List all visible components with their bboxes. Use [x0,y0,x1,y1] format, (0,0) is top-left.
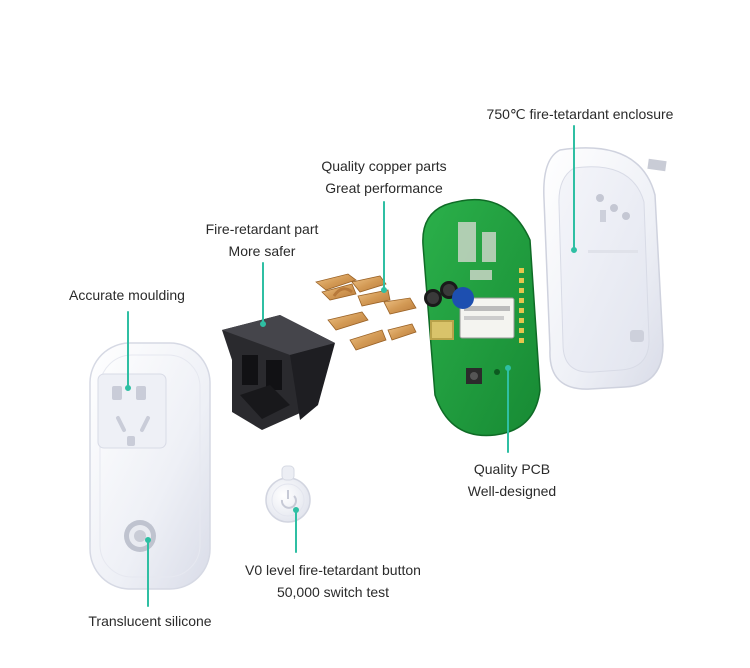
fire-retardant-part [222,315,335,430]
callout-pcb: Quality PCB Well-designed [452,458,572,502]
callout-enclosure-line1: 750℃ fire-tetardant enclosure [486,106,674,122]
callout-pcb-line2: Well-designed [467,483,557,499]
switch-button [265,465,311,523]
callout-fire-part: Fire-retardant part More safer [195,218,329,262]
pcb-board [422,198,541,437]
leader-lines [125,125,577,607]
callout-copper-line1: Quality copper parts [321,158,447,174]
callout-silicone-line1: Translucent silicone [88,613,212,629]
front-shell [89,342,211,590]
callout-moulding-line1: Accurate moulding [69,287,185,303]
callout-button: V0 level fire-tetardant button 50,000 sw… [228,559,438,603]
callout-button-line1: V0 level fire-tetardant button [245,562,421,578]
callout-silicone: Translucent silicone [80,610,220,632]
rear-enclosure [543,147,667,390]
callout-moulding: Accurate moulding [56,284,198,306]
copper-parts [315,273,417,351]
callout-fire-part-line1: Fire-retardant part [205,221,319,237]
callout-pcb-line1: Quality PCB [473,461,551,477]
callout-fire-part-line2: More safer [228,243,296,259]
callout-copper: Quality copper parts Great performance [306,155,462,199]
callout-enclosure: 750℃ fire-tetardant enclosure [462,103,698,125]
callout-copper-line2: Great performance [325,180,443,196]
callout-button-line2: 50,000 switch test [276,584,390,600]
